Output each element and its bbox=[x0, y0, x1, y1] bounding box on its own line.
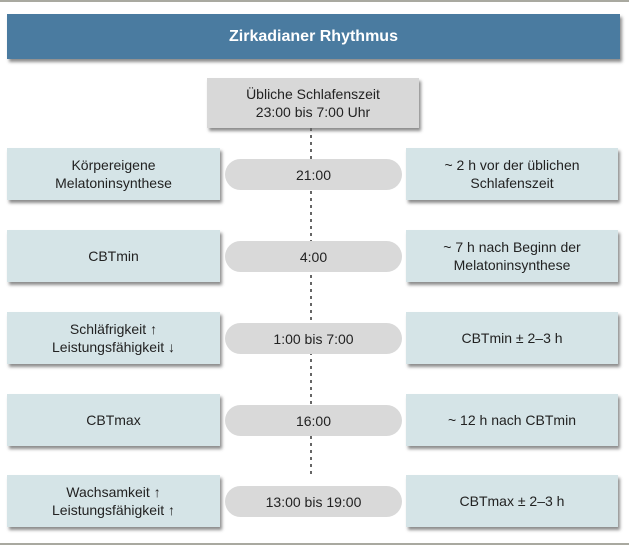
right-text-line-1: CBTmin ± 2–3 h bbox=[461, 330, 563, 346]
right-box: CBTmax ± 2–3 h bbox=[406, 475, 618, 527]
time-text: 4:00 bbox=[299, 248, 328, 265]
right-text-line-1: CBTmax ± 2–3 h bbox=[459, 493, 565, 509]
timeline-dashed-line bbox=[310, 128, 312, 475]
bottom-border bbox=[0, 543, 629, 545]
time-text: 1:00 bis 7:00 bbox=[273, 330, 354, 347]
usual-sleep-time-box: Übliche Schlafenszeit 23:00 bis 7:00 Uhr bbox=[207, 78, 419, 128]
left-text-line-2: Melatoninsynthese bbox=[55, 175, 172, 191]
row-melatonin: Körpereigene Melatoninsynthese 21:00 ~ 2… bbox=[0, 148, 629, 200]
left-box: Wachsamkeit ↑ Leistungsfähigkeit ↑ bbox=[7, 475, 220, 527]
right-box: ~ 7 h nach Beginn der Melatoninsynthese bbox=[406, 230, 618, 282]
left-text-line-1: Wachsamkeit ↑ bbox=[66, 484, 161, 500]
right-box: CBTmin ± 2–3 h bbox=[406, 312, 618, 364]
time-pill: 21:00 bbox=[225, 159, 402, 190]
left-text-line-1: CBTmax bbox=[86, 412, 141, 428]
right-text-line-2: Melatoninsynthese bbox=[453, 257, 571, 273]
left-box: Schläfrigkeit ↑ Leistungsfähigkeit ↓ bbox=[7, 312, 220, 364]
title-text: Zirkadianer Rhythmus bbox=[229, 27, 398, 45]
time-text: 21:00 bbox=[295, 166, 332, 183]
row-alertness: Wachsamkeit ↑ Leistungsfähigkeit ↑ 13:00… bbox=[0, 475, 629, 527]
top-box-line-1: Übliche Schlafenszeit bbox=[246, 86, 380, 102]
left-box: CBTmax bbox=[7, 394, 220, 446]
right-box: ~ 12 h nach CBTmin bbox=[406, 394, 618, 446]
right-text-line-1: ~ 12 h nach CBTmin bbox=[447, 412, 576, 428]
right-text-line-1: ~ 7 h nach Beginn der bbox=[443, 239, 581, 255]
left-text-line-1: Körpereigene bbox=[71, 157, 156, 173]
top-border bbox=[0, 0, 629, 2]
time-pill: 4:00 bbox=[225, 241, 402, 272]
time-pill: 1:00 bis 7:00 bbox=[225, 323, 402, 354]
left-text-line-2: Leistungsfähigkeit ↓ bbox=[52, 339, 175, 355]
time-pill: 16:00 bbox=[225, 405, 402, 436]
time-text: 13:00 bis 19:00 bbox=[265, 493, 362, 510]
time-text: 16:00 bbox=[295, 412, 332, 429]
left-box: CBTmin bbox=[7, 230, 220, 282]
right-text-line-1: ~ 2 h vor der üblichen bbox=[444, 157, 580, 173]
left-text-line-1: CBTmin bbox=[88, 248, 139, 264]
right-box: ~ 2 h vor der üblichen Schlafenszeit bbox=[406, 148, 618, 200]
diagram-title: Zirkadianer Rhythmus bbox=[7, 14, 620, 59]
left-box: Körpereigene Melatoninsynthese bbox=[7, 148, 220, 200]
row-sleepiness: Schläfrigkeit ↑ Leistungsfähigkeit ↓ 1:0… bbox=[0, 312, 629, 364]
left-text-line-2: Leistungsfähigkeit ↑ bbox=[52, 502, 175, 518]
left-text-line-1: Schläfrigkeit ↑ bbox=[69, 321, 158, 337]
right-text-line-2: Schlafenszeit bbox=[470, 175, 554, 191]
row-cbtmin: CBTmin 4:00 ~ 7 h nach Beginn der Melato… bbox=[0, 230, 629, 282]
top-box-line-2: 23:00 bis 7:00 Uhr bbox=[255, 104, 371, 120]
time-pill: 13:00 bis 19:00 bbox=[225, 486, 402, 517]
row-cbtmax: CBTmax 16:00 ~ 12 h nach CBTmin bbox=[0, 394, 629, 446]
